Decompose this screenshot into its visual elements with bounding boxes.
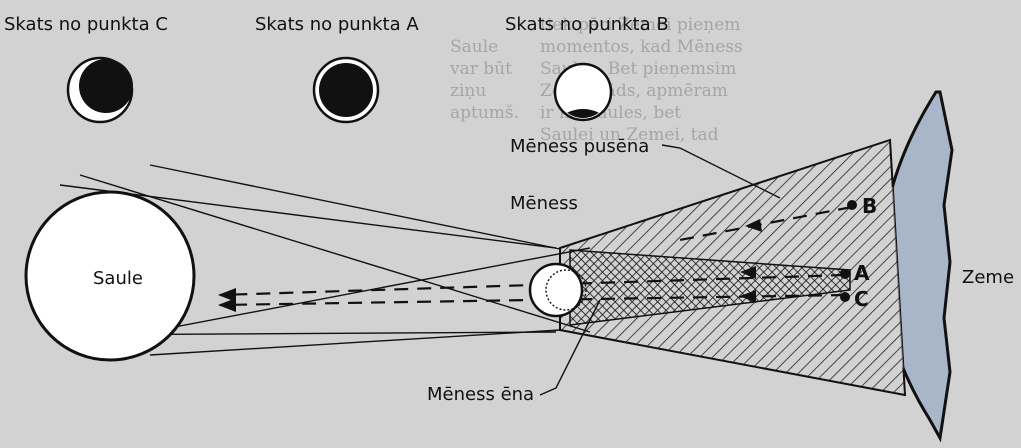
point-b-label: B [862, 194, 877, 218]
sight-arrows [218, 219, 762, 312]
svg-text:momentos, kad Mēness: momentos, kad Mēness [540, 37, 743, 57]
svg-text:tiek pāri Zemei pieņem: tiek pāri Zemei pieņem [540, 15, 740, 35]
view-c-label: Skats no punkta C [4, 14, 168, 35]
view-b-label: Skats no punkta B [505, 14, 669, 35]
moon-inner [545, 269, 587, 311]
earth-label: Zeme [962, 267, 1014, 288]
leader-lines [539, 144, 781, 396]
view-a-label: Skats no punkta A [255, 14, 419, 35]
svg-text:Saulei un Zemei, tad: Saulei un Zemei, tad [540, 125, 719, 145]
svg-text:aptumš.: aptumš. [450, 103, 519, 123]
sun-label: Saule [93, 268, 143, 289]
umbra-label: Mēness ēna [427, 384, 534, 405]
observer-points [840, 200, 857, 302]
svg-text:ziņu: ziņu [450, 81, 486, 101]
svg-text:Saule: Saule [450, 37, 498, 57]
view-c-disc [66, 56, 134, 124]
svg-text:var būt: var būt [449, 59, 512, 79]
penumbra-label: Mēness pusēna [510, 136, 649, 157]
moon-circle [528, 262, 584, 318]
point-c-label: C [854, 287, 869, 311]
view-a-disc [312, 56, 380, 124]
point-a-label: A [854, 261, 870, 285]
view-b-disc [553, 62, 613, 122]
sun-circle [24, 190, 196, 362]
moon-label: Mēness [510, 193, 578, 214]
